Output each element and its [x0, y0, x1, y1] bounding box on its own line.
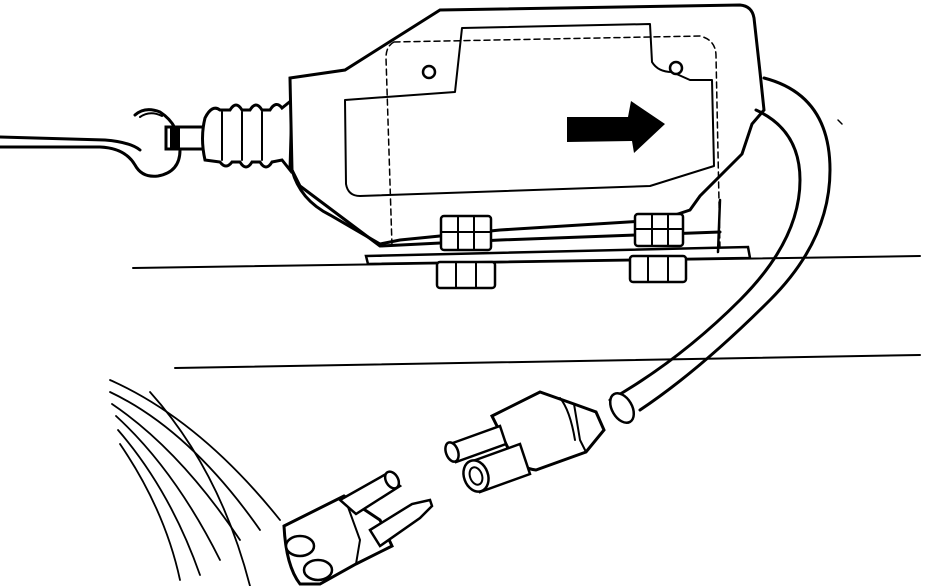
mounting-hole-left [421, 64, 437, 80]
mounting-hole-right [668, 60, 684, 76]
right-arrow-icon [567, 101, 665, 153]
control-rod [0, 108, 182, 178]
actuator-housing [288, 3, 766, 251]
mounting-bracket [364, 198, 752, 266]
harness-cable [608, 76, 832, 424]
rubber-boot [164, 96, 294, 175]
connector-female [444, 390, 606, 494]
connector-male [109, 379, 434, 586]
bolt-right [628, 212, 688, 284]
bolt-left [435, 214, 497, 290]
